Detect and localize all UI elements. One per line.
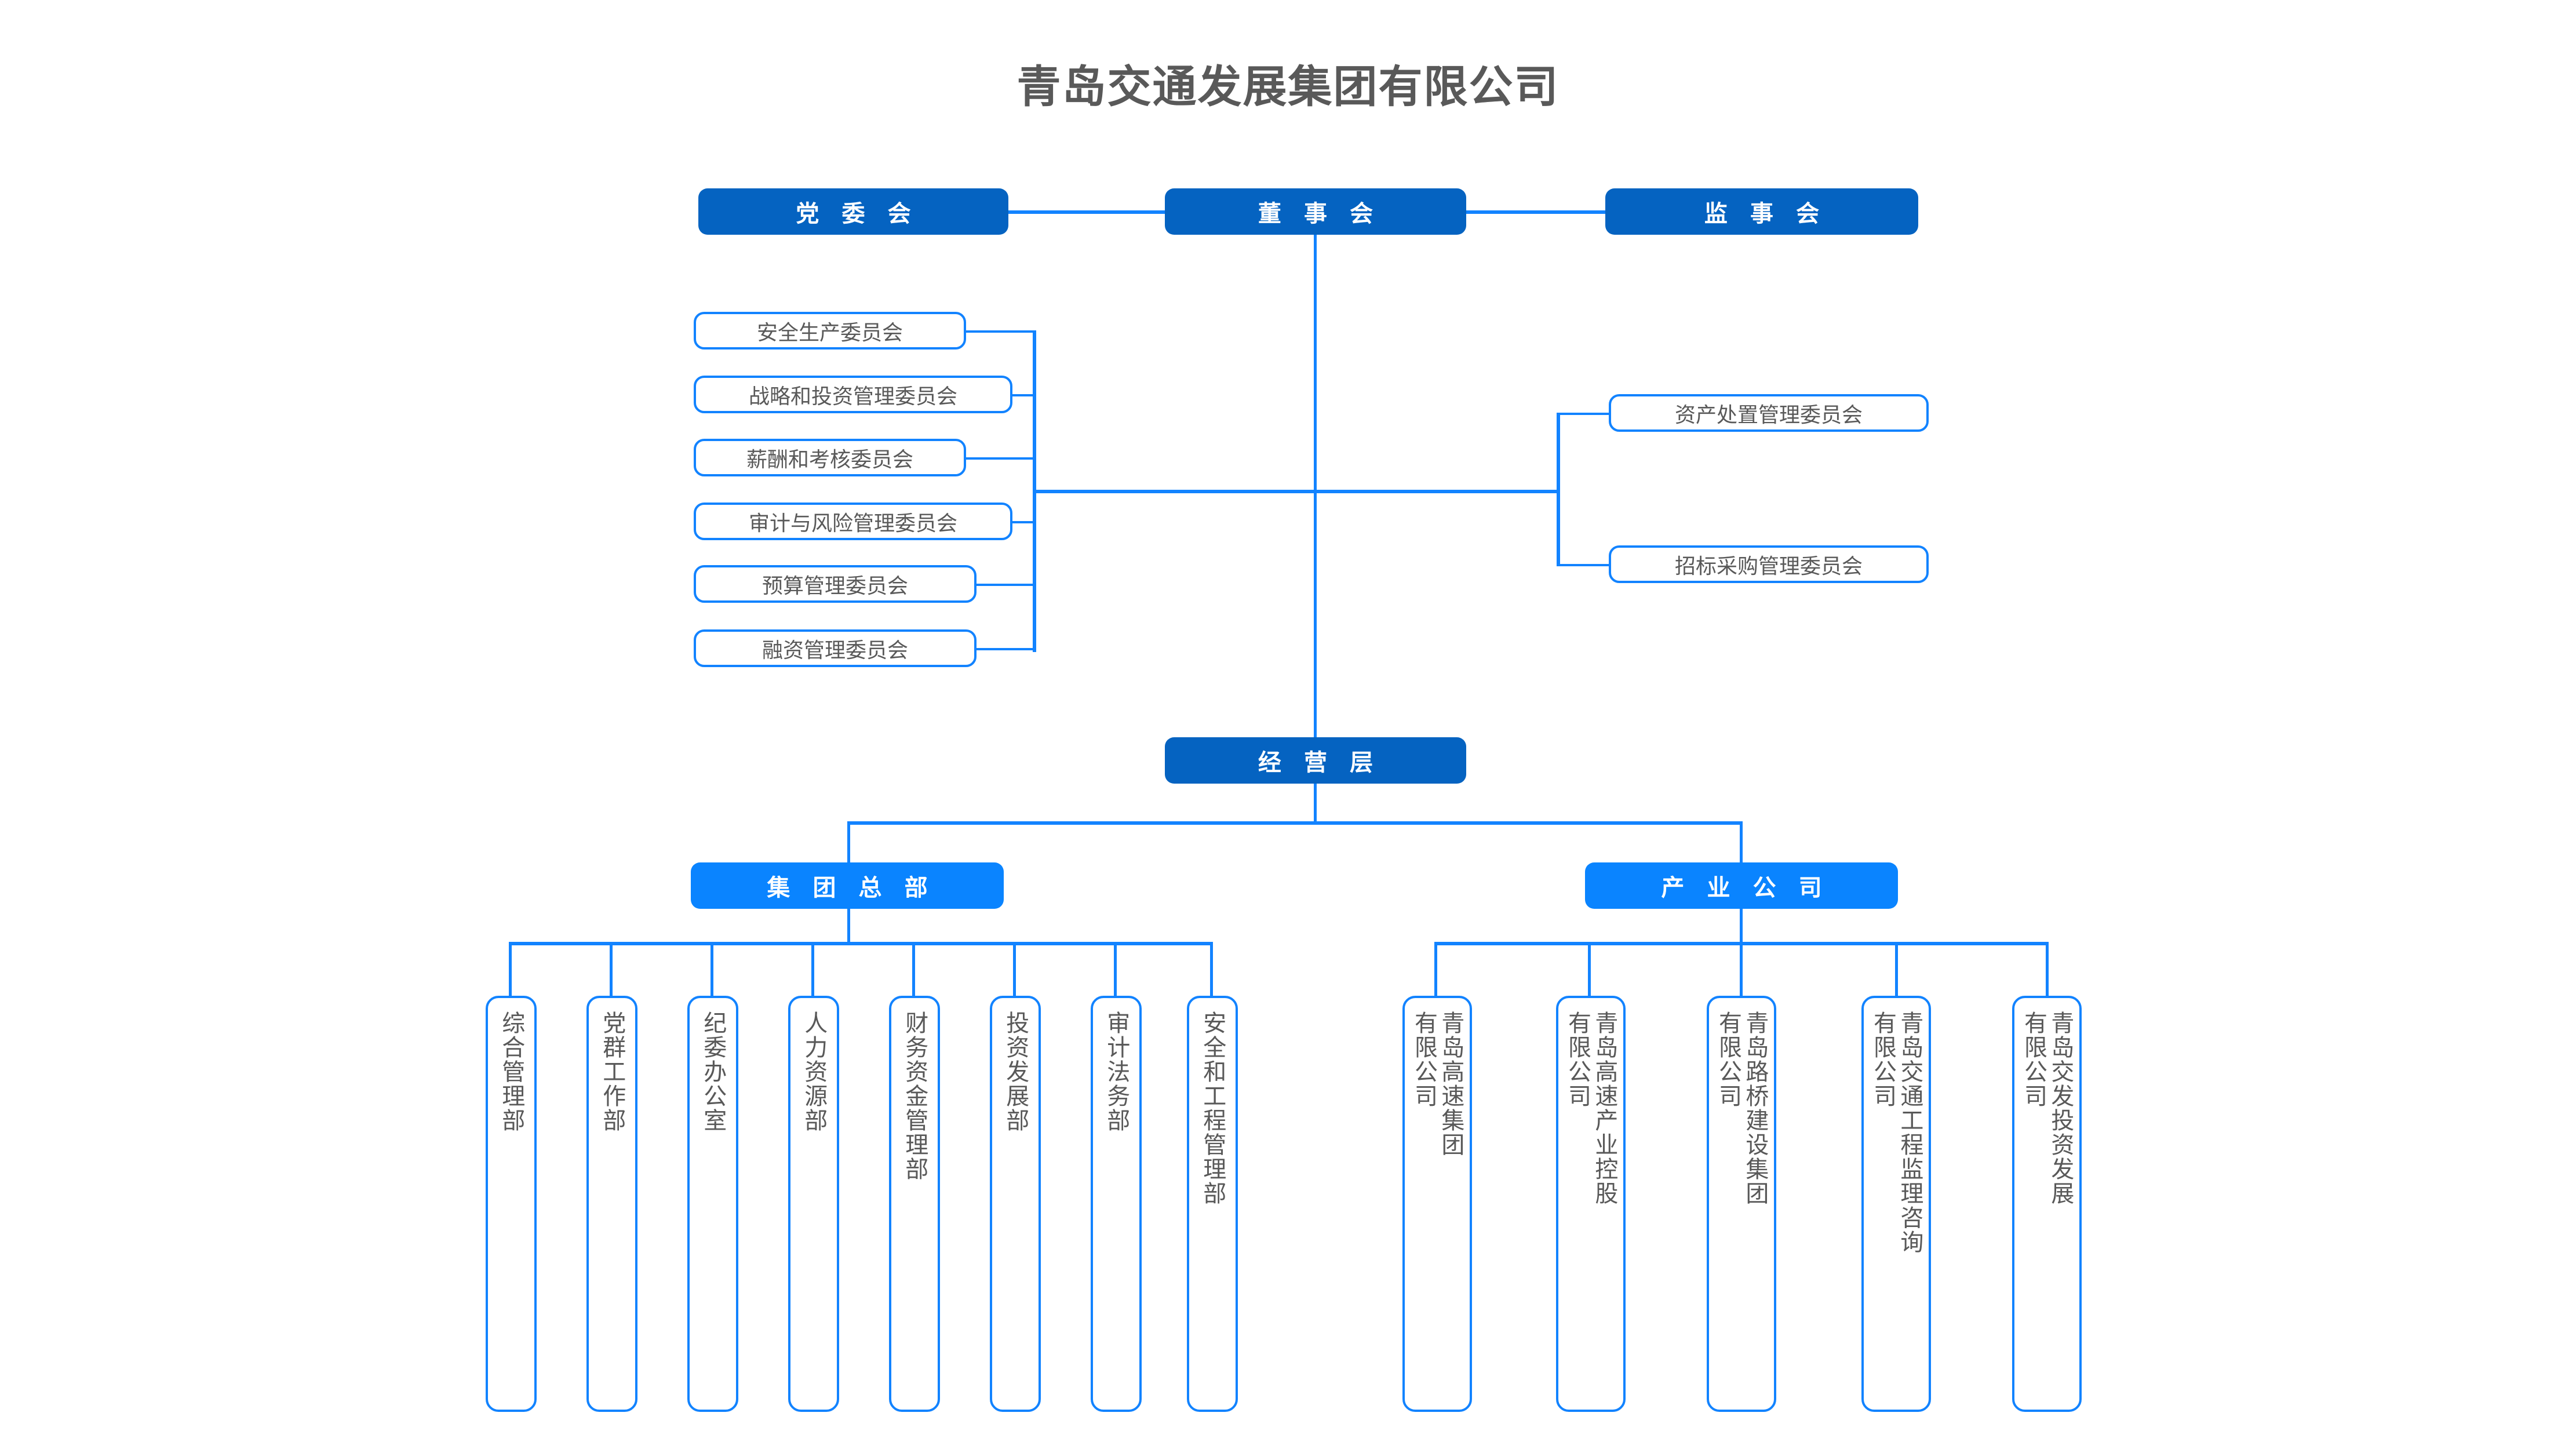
subsidiary-label-left: 青岛路桥建设集团 <box>1742 1011 1768 1206</box>
node-committee-asset-disposal[interactable]: 资产处置管理委员会 <box>1609 394 1929 432</box>
node-subsidiary-qingdao-road-bridge-construction-group[interactable]: 有限公司 青岛路桥建设集团 <box>1707 996 1776 1412</box>
connector-board-to-supervisors <box>1466 210 1605 214</box>
department-label: 人力资源部 <box>801 1011 827 1133</box>
node-committee-financing[interactable]: 融资管理委员会 <box>694 629 977 667</box>
node-department-discipline-office[interactable]: 纪委办公室 <box>687 996 738 1412</box>
committee-label: 预算管理委员会 <box>761 573 908 598</box>
node-committee-strategy-investment[interactable]: 战略和投资管理委员会 <box>694 376 1012 413</box>
connector-dept-drop-8 <box>1210 942 1213 999</box>
committee-label: 薪酬和考核委员会 <box>746 447 913 471</box>
committee-label: 安全生产委员会 <box>756 320 903 344</box>
connector-dept-drop-7 <box>1114 942 1117 999</box>
connector-sub-drop-4 <box>1895 942 1898 999</box>
connector-right-committee-2 <box>1559 564 1611 566</box>
node-department-general-management[interactable]: 综合管理部 <box>486 996 537 1412</box>
node-department-safety-engineering[interactable]: 安全和工程管理部 <box>1187 996 1238 1412</box>
node-committee-compensation-assessment[interactable]: 薪酬和考核委员会 <box>694 439 966 476</box>
node-department-finance-funds[interactable]: 财务资金管理部 <box>889 996 940 1412</box>
connector-industrial-spine <box>1740 909 1743 944</box>
connector-dept-drop-6 <box>1013 942 1016 999</box>
connector-drop-group-hq <box>847 821 850 863</box>
node-party-committee-label: 党 委 会 <box>796 201 919 227</box>
node-operating-layer-label: 经 营 层 <box>1258 750 1382 776</box>
department-label: 财务资金管理部 <box>902 1011 928 1181</box>
connector-left-committee-6 <box>974 648 1035 650</box>
node-board-of-supervisors[interactable]: 监 事 会 <box>1605 188 1918 235</box>
department-label: 纪委办公室 <box>700 1011 726 1133</box>
connector-dept-drop-1 <box>509 942 512 999</box>
committee-label: 战略和投资管理委员会 <box>748 384 957 408</box>
node-board-of-directors[interactable]: 董 事 会 <box>1165 188 1466 235</box>
node-subsidiary-qingdao-expressway-group[interactable]: 有限公司 青岛高速集团 <box>1402 996 1472 1412</box>
connector-hq-spine <box>847 909 850 944</box>
connector-left-committee-5 <box>974 584 1035 586</box>
node-department-investment-development[interactable]: 投资发展部 <box>990 996 1041 1412</box>
node-party-committee[interactable]: 党 委 会 <box>698 188 1008 235</box>
connector-left-committee-4 <box>1010 521 1035 523</box>
connector-right-committee-1 <box>1559 413 1611 415</box>
connector-board-spine <box>1314 235 1317 742</box>
connector-spine-to-right-bus <box>1316 490 1559 493</box>
node-industrial-companies-label: 产 业 公 司 <box>1661 875 1830 901</box>
connector-sub-drop-2 <box>1588 942 1591 999</box>
subsidiary-label-right: 有限公司 <box>2021 1011 2046 1108</box>
department-label: 审计法务部 <box>1103 1011 1129 1133</box>
node-subsidiary-qingdao-jiaofa-investment-development[interactable]: 有限公司 青岛交发投资发展 <box>2012 996 2082 1412</box>
subsidiary-label-right: 有限公司 <box>1715 1011 1741 1108</box>
department-label: 投资发展部 <box>1003 1011 1029 1133</box>
node-subsidiary-qingdao-expressway-industrial-holding[interactable]: 有限公司 青岛高速产业控股 <box>1556 996 1626 1412</box>
node-committee-audit-risk[interactable]: 审计与风险管理委员会 <box>694 503 1012 540</box>
connector-left-committee-1 <box>964 330 1034 333</box>
node-group-headquarters-label: 集 团 总 部 <box>767 875 936 901</box>
connector-dept-drop-3 <box>711 942 713 999</box>
connector-dept-drop-4 <box>811 942 814 999</box>
connector-sub-drop-3 <box>1740 942 1743 999</box>
node-subsidiary-qingdao-transport-engineering-supervision[interactable]: 有限公司 青岛交通工程监理咨询 <box>1861 996 1931 1412</box>
node-department-audit-legal[interactable]: 审计法务部 <box>1091 996 1142 1412</box>
committee-label: 招标采购管理委员会 <box>1674 554 1863 578</box>
connector-dept-drop-5 <box>912 942 915 999</box>
node-committee-tender-procurement[interactable]: 招标采购管理委员会 <box>1609 545 1929 583</box>
connector-operating-split-bar <box>847 821 1743 825</box>
connector-party-to-board <box>1008 210 1165 214</box>
connector-drop-industrial <box>1740 821 1743 863</box>
node-industrial-companies[interactable]: 产 业 公 司 <box>1585 862 1898 909</box>
department-label: 安全和工程管理部 <box>1200 1011 1226 1206</box>
connector-sub-drop-1 <box>1434 942 1437 999</box>
node-department-human-resources[interactable]: 人力资源部 <box>788 996 839 1412</box>
subsidiary-label-left: 青岛交发投资发展 <box>2047 1011 2074 1206</box>
connector-sub-drop-5 <box>2046 942 2049 999</box>
department-label: 党群工作部 <box>599 1011 625 1133</box>
connector-department-bus <box>509 942 1213 945</box>
connector-left-committee-2 <box>1010 394 1035 396</box>
subsidiary-label-left: 青岛交通工程监理咨询 <box>1897 1011 1923 1254</box>
node-committee-budget[interactable]: 预算管理委员会 <box>694 565 977 603</box>
connector-right-committee-bus <box>1557 413 1560 566</box>
committee-label: 资产处置管理委员会 <box>1674 402 1863 427</box>
node-group-headquarters[interactable]: 集 团 总 部 <box>691 862 1004 909</box>
subsidiary-label-right: 有限公司 <box>1870 1011 1896 1108</box>
connector-operating-spine <box>1314 784 1317 823</box>
department-label: 综合管理部 <box>498 1011 524 1133</box>
page-title: 青岛交通发展集团有限公司 <box>1016 63 1560 112</box>
node-operating-layer[interactable]: 经 营 层 <box>1165 737 1466 784</box>
connector-left-committee-3 <box>964 457 1034 460</box>
committee-label: 融资管理委员会 <box>761 638 908 662</box>
node-department-party-mass-work[interactable]: 党群工作部 <box>586 996 637 1412</box>
subsidiary-label-right: 有限公司 <box>1565 1011 1590 1108</box>
connector-left-committee-bus <box>1033 330 1036 652</box>
node-committee-safety-production[interactable]: 安全生产委员会 <box>694 312 966 349</box>
node-board-of-directors-label: 董 事 会 <box>1258 201 1382 227</box>
connector-left-bus-to-spine <box>1035 490 1316 493</box>
node-board-of-supervisors-label: 监 事 会 <box>1704 201 1828 227</box>
connector-dept-drop-2 <box>610 942 613 999</box>
subsidiary-label-left: 青岛高速产业控股 <box>1591 1011 1617 1206</box>
subsidiary-label-right: 有限公司 <box>1411 1011 1437 1108</box>
committee-label: 审计与风险管理委员会 <box>748 511 957 535</box>
subsidiary-label-left: 青岛高速集团 <box>1438 1011 1464 1157</box>
